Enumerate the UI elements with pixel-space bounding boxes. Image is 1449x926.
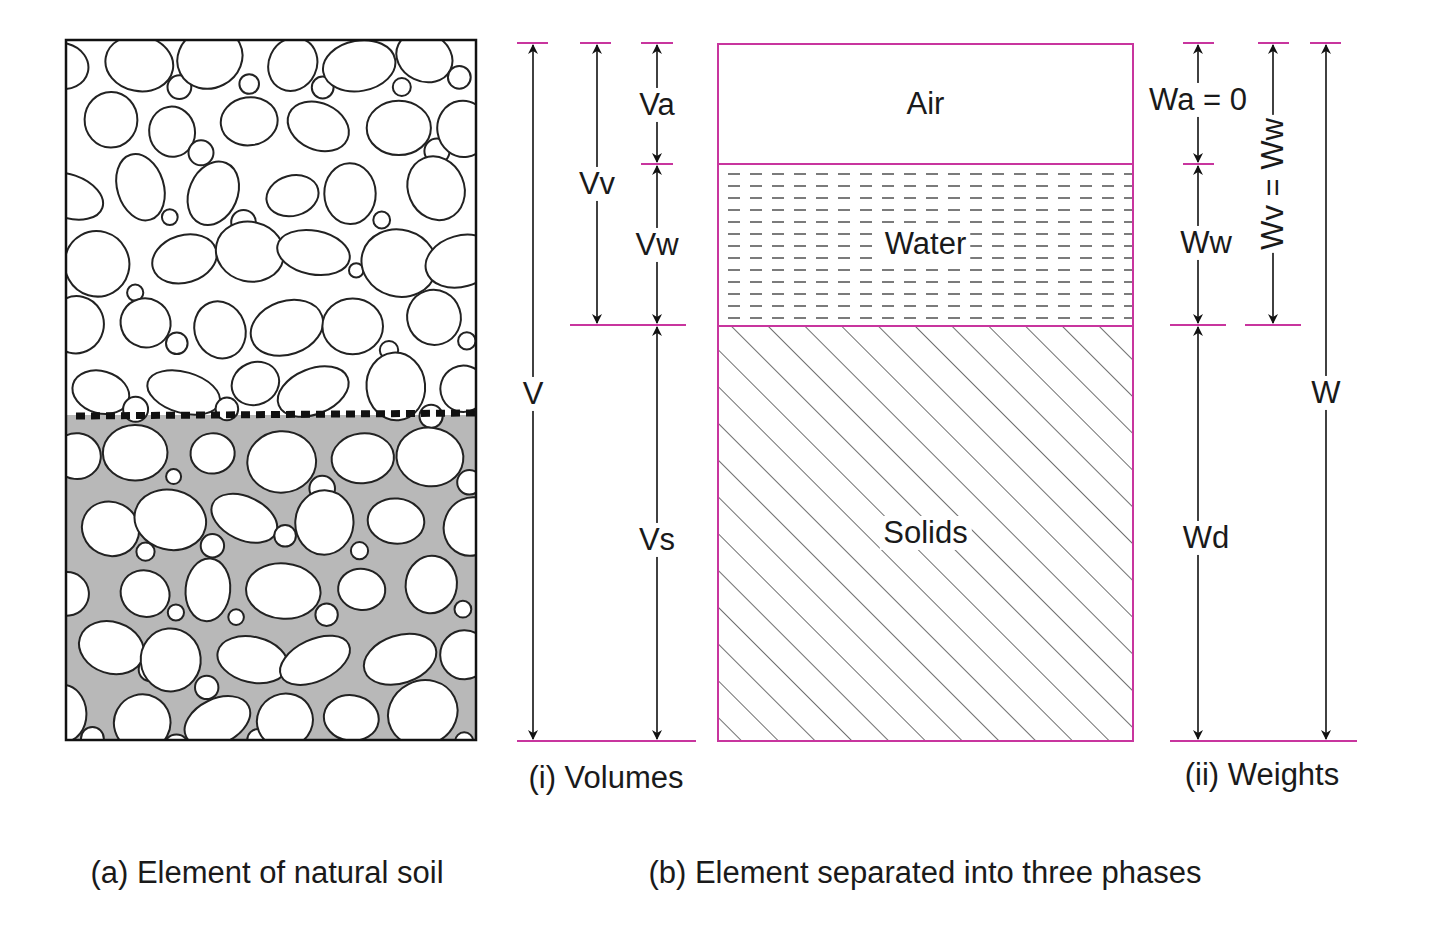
- soil-particle: [324, 163, 376, 225]
- soil-particle: [66, 40, 93, 95]
- soil-particle: [245, 429, 318, 495]
- dimension-label: Wv = Ww: [1256, 115, 1290, 253]
- soil-particle: [66, 290, 110, 359]
- water-table-line: [76, 413, 476, 416]
- soil-particle: [166, 469, 181, 484]
- soil-particle: [81, 727, 104, 740]
- soil-particle: [270, 357, 356, 427]
- soil-particle: [458, 332, 475, 349]
- soil-particle: [66, 164, 109, 228]
- dimension-ticks: [517, 43, 1357, 741]
- dimension-label: Wa = 0: [1146, 83, 1250, 117]
- soil-particle: [448, 66, 471, 89]
- soil-particle: [189, 431, 237, 475]
- phase-label: Water: [881, 227, 971, 261]
- soil-particle: [435, 489, 476, 565]
- soil-particle: [373, 212, 390, 229]
- soil-particle: [377, 668, 469, 740]
- soil-particle: [244, 560, 323, 622]
- soil-particle: [189, 140, 214, 165]
- soil-particle: [104, 684, 181, 740]
- dimension-label: V: [520, 377, 547, 411]
- soil-particle: [433, 97, 476, 161]
- phase-label: Air: [903, 87, 949, 121]
- soil-particle: [402, 553, 461, 617]
- soil-particle: [195, 676, 218, 699]
- soil-particle: [434, 360, 476, 418]
- soil-particle: [280, 92, 357, 160]
- dimension-arrows: [533, 45, 1326, 739]
- phase-band: Water: [717, 163, 1134, 327]
- phase-label: Solids: [879, 515, 971, 549]
- soil-particle: [225, 354, 286, 412]
- dimension-label: Vv: [576, 167, 618, 201]
- soil-particle: [272, 626, 357, 695]
- soil-particle: [228, 609, 244, 625]
- soil-particle: [239, 74, 259, 94]
- soil-particle: [351, 542, 368, 559]
- dimension-label: Wd: [1180, 521, 1233, 555]
- soil-particle: [329, 430, 396, 486]
- soil-particle: [66, 570, 91, 618]
- soil-particle: [218, 94, 281, 149]
- sub-caption: (ii) Weights: [1182, 758, 1342, 792]
- figure-caption: (a) Element of natural soil: [87, 856, 446, 890]
- soil-particle: [393, 78, 411, 96]
- soil-particle: [167, 40, 253, 100]
- soil-particle: [146, 227, 223, 292]
- soil-particle: [315, 604, 337, 626]
- soil-particle: [457, 470, 476, 495]
- dimension-label: Vs: [636, 523, 678, 557]
- soil-particle: [201, 534, 224, 557]
- soil-particle: [243, 290, 331, 365]
- soil-particle: [168, 604, 184, 620]
- soil-particle: [455, 601, 472, 618]
- dimension-label: W: [1308, 376, 1343, 410]
- water-pattern: [718, 164, 1132, 324]
- soil-particle: [336, 566, 388, 613]
- dimension-label: Ww: [1177, 226, 1235, 260]
- phase-band: Solids: [717, 325, 1134, 742]
- soil-particle: [183, 557, 233, 623]
- soil-particle: [102, 424, 168, 481]
- soil-particle: [176, 686, 258, 740]
- soil-particle: [66, 431, 103, 482]
- soil-particle: [138, 626, 203, 694]
- soil-particle: [186, 294, 254, 367]
- soil-particle: [204, 484, 285, 552]
- solids-hatch: [718, 326, 1132, 740]
- dimension-label: Vw: [632, 228, 681, 262]
- soil-particle: [262, 169, 323, 221]
- soil-particle: [440, 630, 476, 680]
- soil-particle: [273, 224, 353, 281]
- soil-particle: [319, 40, 400, 97]
- soil-particle: [274, 525, 296, 547]
- soil-particle: [101, 40, 178, 97]
- figure-caption: (b) Element separated into three phases: [645, 856, 1204, 890]
- soil-particle: [166, 333, 188, 355]
- soil-element: [66, 40, 476, 740]
- soil-particle: [162, 209, 178, 225]
- soil-particle: [419, 227, 476, 296]
- dimension-label: Va: [636, 88, 678, 122]
- soil-particle: [248, 685, 321, 740]
- soil-particle: [398, 147, 475, 229]
- sub-caption: (i) Volumes: [525, 761, 686, 795]
- soil-particle: [367, 101, 431, 155]
- soil-particle: [366, 496, 426, 546]
- soil-particle: [213, 630, 293, 690]
- soil-particle: [322, 298, 383, 354]
- soil-border: [66, 40, 476, 740]
- soil-particle: [321, 692, 382, 740]
- phase-band: Air: [717, 43, 1134, 165]
- soil-particle: [293, 488, 356, 556]
- soil-particle: [84, 92, 138, 149]
- soil-particle: [393, 423, 468, 490]
